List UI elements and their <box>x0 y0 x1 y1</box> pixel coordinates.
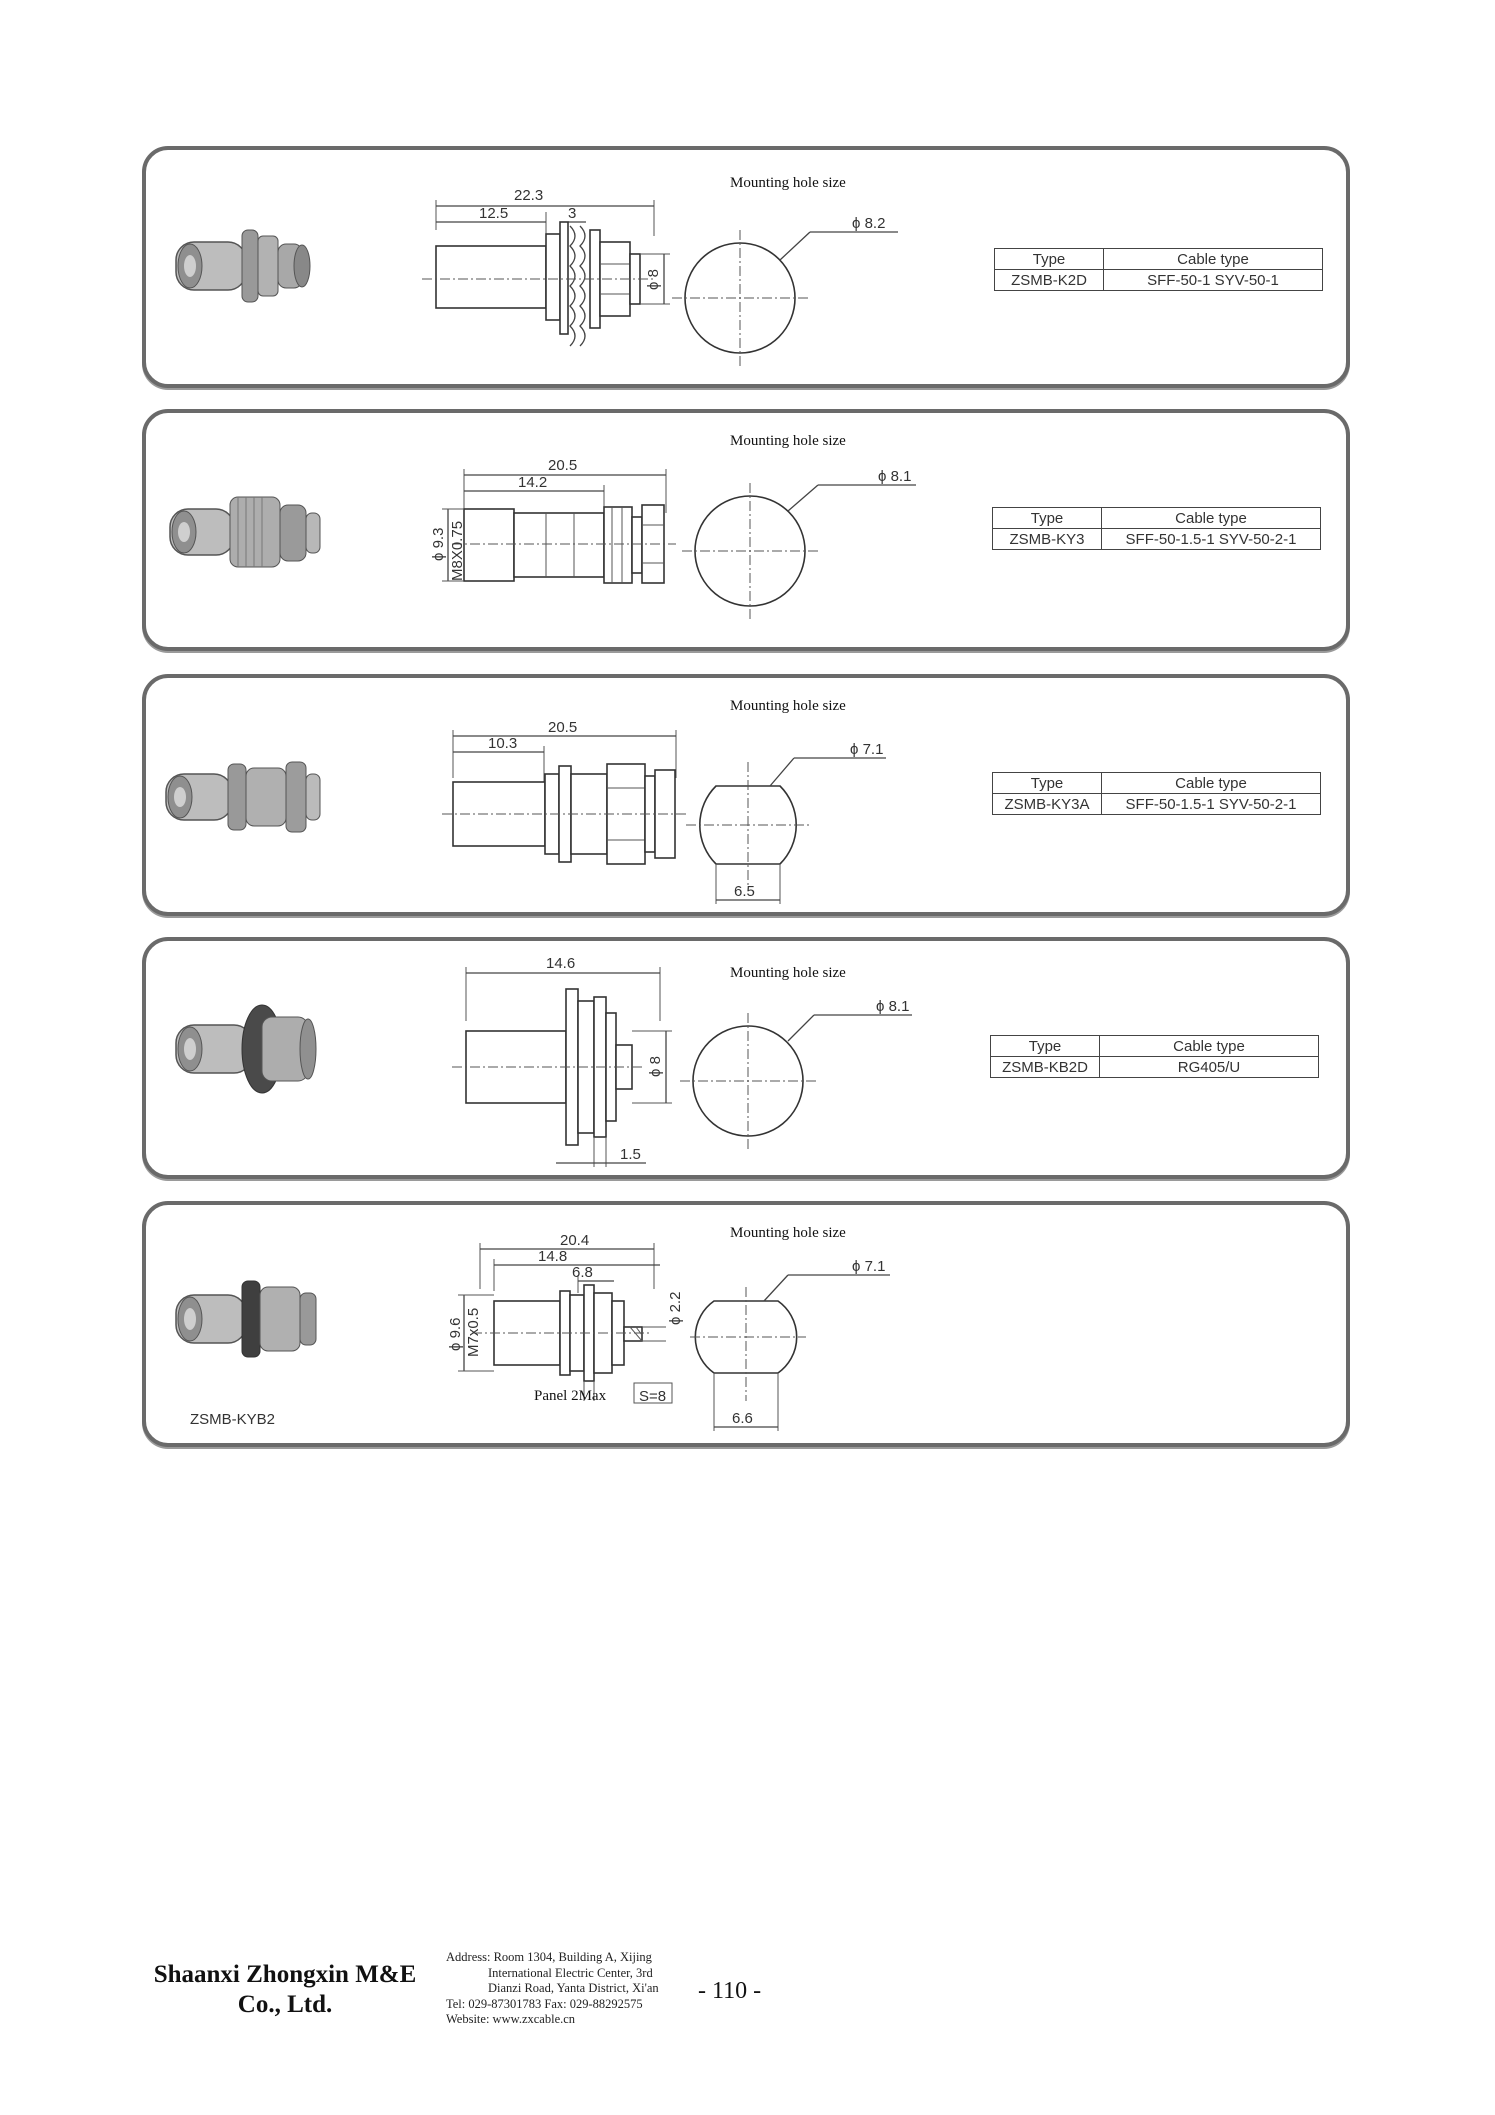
mounting-hole-label: Mounting hole size <box>730 433 846 449</box>
type-header: Type <box>994 248 1104 270</box>
type-header: Type <box>990 1035 1100 1057</box>
svg-text:20.5: 20.5 <box>548 457 577 474</box>
product-card-zsmb-ky3a: 20.5 10.3 <box>142 674 1350 916</box>
svg-text:ϕ 8.2: ϕ 8.2 <box>852 215 885 232</box>
technical-drawing: 22.3 12.5 3 ϕ 8 <box>422 187 670 347</box>
svg-text:10.3: 10.3 <box>488 735 517 752</box>
type-header: Type <box>992 507 1102 529</box>
mounting-hole-label: Mounting hole size <box>730 698 846 714</box>
technical-drawing: 20.5 14.2 ϕ 9.3 M8X0.75 <box>430 457 676 584</box>
svg-text:14.8: 14.8 <box>538 1248 567 1265</box>
svg-text:3: 3 <box>568 205 576 222</box>
address-line2: International Electric Center, 3rd <box>488 1965 653 1980</box>
section4-drawings: 14.6 ϕ 8 1.5 <box>175 955 912 1167</box>
mounting-hole-drawing: ϕ 8.1 <box>680 998 912 1149</box>
technical-drawing: 20.5 10.3 <box>442 719 686 865</box>
connector-photo <box>169 496 321 568</box>
section3-drawings: 20.5 10.3 <box>165 719 886 904</box>
svg-text:ϕ 8.1: ϕ 8.1 <box>878 468 911 485</box>
svg-text:M8X0.75: M8X0.75 <box>449 521 466 581</box>
technical-drawing: 20.4 14.8 6.8 ϕ 9.6 <box>447 1232 684 1404</box>
s-label: S=8 <box>639 1388 667 1405</box>
cable-type-header: Cable type <box>1101 772 1321 794</box>
connector-photo <box>175 229 311 303</box>
svg-text:6.6: 6.6 <box>732 1410 753 1427</box>
product-card-zsmb-kb2d: 14.6 ϕ 8 1.5 <box>142 937 1350 1179</box>
cable-type-value: RG405/U <box>1099 1056 1319 1078</box>
connector-photo <box>175 1004 317 1094</box>
cable-type-value: SFF-50-1.5-1 SYV-50-2-1 <box>1101 793 1321 815</box>
type-value: ZSMB-KY3A <box>992 793 1102 815</box>
contact-line: Tel: 029-87301783 Fax: 029-88292575 <box>446 1996 643 2011</box>
svg-text:6.8: 6.8 <box>572 1264 593 1281</box>
address-line3: Dianzi Road, Yanta District, Xi'an <box>488 1981 659 1995</box>
connector-photo <box>175 1280 317 1358</box>
svg-text:ϕ 7.1: ϕ 7.1 <box>850 741 883 758</box>
type-table: Type Cable type ZSMB-KY3A SFF-50-1.5-1 S… <box>992 772 1321 815</box>
technical-drawing: 14.6 ϕ 8 1.5 <box>452 955 672 1167</box>
type-value: ZSMB-K2D <box>994 269 1104 291</box>
panel-label: Panel 2Max <box>534 1388 607 1404</box>
svg-text:20.4: 20.4 <box>560 1232 589 1249</box>
mounting-hole-label: Mounting hole size <box>730 1225 846 1241</box>
mounting-hole-drawing: ϕ 7.1 6.6 <box>690 1258 890 1431</box>
svg-text:12.5: 12.5 <box>479 205 508 222</box>
type-value: ZSMB-KY3 <box>992 528 1102 550</box>
company-name-line2: Co., Ltd. <box>237 1991 333 2018</box>
cable-type-header: Cable type <box>1101 507 1321 529</box>
type-table: Type Cable type ZSMB-K2D SFF-50-1 SYV-50… <box>994 248 1323 291</box>
svg-text:ϕ 8.1: ϕ 8.1 <box>876 998 909 1015</box>
svg-text:20.5: 20.5 <box>548 719 577 736</box>
cable-type-value: SFF-50-1.5-1 SYV-50-2-1 <box>1101 528 1321 550</box>
svg-text:14.2: 14.2 <box>518 474 547 491</box>
svg-text:ϕ 9.3: ϕ 9.3 <box>430 528 447 561</box>
svg-text:M7x0.5: M7x0.5 <box>465 1308 482 1357</box>
product-card-zsmb-ky3: 20.5 14.2 ϕ 9.3 M8X0.75 <box>142 409 1350 651</box>
company-address: Address: Room 1304, Building A, Xijing I… <box>446 1950 659 2028</box>
section5-drawings: 20.4 14.8 6.8 ϕ 9.6 <box>175 1232 890 1431</box>
svg-text:ϕ 9.6: ϕ 9.6 <box>447 1318 464 1351</box>
page-number: - 110 - <box>698 1978 762 2004</box>
svg-text:ϕ 8: ϕ 8 <box>645 269 662 290</box>
svg-text:22.3: 22.3 <box>514 187 543 204</box>
type-header: Type <box>992 772 1102 794</box>
type-table: Type Cable type ZSMB-KY3 SFF-50-1.5-1 SY… <box>992 507 1321 550</box>
svg-text:ϕ 8: ϕ 8 <box>647 1056 664 1077</box>
section1-drawings: 22.3 12.5 3 ϕ 8 <box>175 187 898 366</box>
cable-type-header: Cable type <box>1099 1035 1319 1057</box>
mounting-hole-drawing: ϕ 8.1 <box>682 468 916 619</box>
mounting-hole-drawing: ϕ 8.2 <box>672 215 898 366</box>
cable-type-value: SFF-50-1 SYV-50-1 <box>1103 269 1323 291</box>
svg-text:ϕ 7.1: ϕ 7.1 <box>852 1258 885 1275</box>
mounting-hole-label: Mounting hole size <box>730 965 846 981</box>
cable-type-header: Cable type <box>1103 248 1323 270</box>
svg-text:ϕ 2.2: ϕ 2.2 <box>667 1292 684 1325</box>
mounting-hole-label: Mounting hole size <box>730 175 846 191</box>
product-card-zsmb-k2d: 22.3 12.5 3 ϕ 8 <box>142 146 1350 388</box>
svg-text:14.6: 14.6 <box>546 955 575 972</box>
svg-text:1.5: 1.5 <box>620 1146 641 1163</box>
section2-drawings: 20.5 14.2 ϕ 9.3 M8X0.75 <box>169 457 916 619</box>
website-line: Website: www.zxcable.cn <box>446 2012 576 2026</box>
company-name: Shaanxi Zhongxin M&E Co., Ltd. <box>140 1960 430 2020</box>
type-value: ZSMB-KB2D <box>990 1056 1100 1078</box>
company-name-line1: Shaanxi Zhongxin M&E <box>153 1961 417 1988</box>
mounting-hole-drawing: ϕ 7.1 6.5 <box>686 741 886 904</box>
type-table: Type Cable type ZSMB-KB2D RG405/U <box>990 1035 1319 1078</box>
svg-text:6.5: 6.5 <box>734 883 755 900</box>
connector-photo <box>165 761 321 833</box>
product-card-zsmb-kyb2: 20.4 14.8 6.8 ϕ 9.6 <box>142 1201 1350 1447</box>
address-line1: Address: Room 1304, Building A, Xijing <box>446 1950 652 1964</box>
product-label: ZSMB-KYB2 <box>190 1411 276 1428</box>
